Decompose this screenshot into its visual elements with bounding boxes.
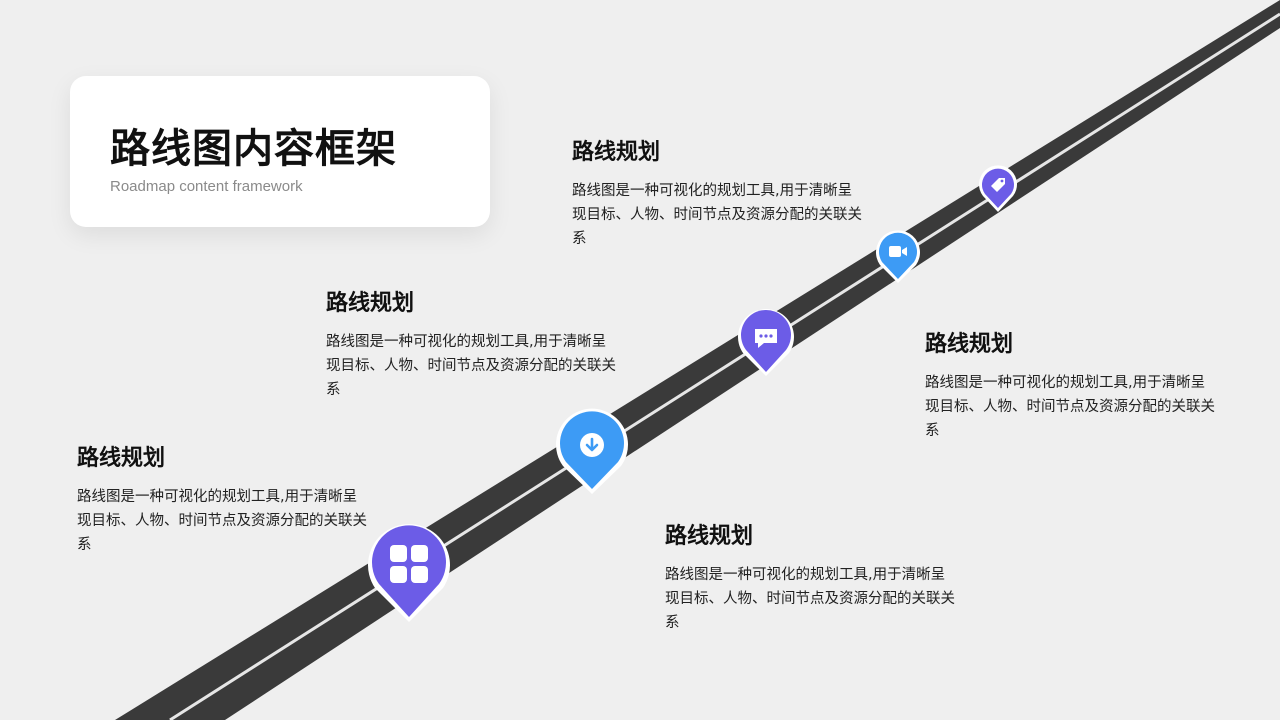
milestone-pin-3[interactable] (737, 308, 795, 378)
milestone-description: 路线图是一种可视化的规划工具,用于清晰呈现目标、人物、时间节点及资源分配的关联关… (665, 567, 955, 631)
milestone-text-2: 路线规划 路线图是一种可视化的规划工具,用于清晰呈现目标、人物、时间节点及资源分… (326, 285, 616, 402)
title-card: 路线图内容框架 Roadmap content framework (70, 76, 490, 227)
milestone-pin-5[interactable] (978, 165, 1018, 213)
milestone-title: 路线规划 (326, 291, 415, 316)
milestone-pin-4[interactable] (875, 229, 921, 285)
milestone-title: 路线规划 (665, 524, 754, 549)
milestone-description: 路线图是一种可视化的规划工具,用于清晰呈现目标、人物、时间节点及资源分配的关联关… (925, 375, 1215, 439)
milestone-text-5: 路线规划 路线图是一种可视化的规划工具,用于清晰呈现目标、人物、时间节点及资源分… (925, 326, 1215, 443)
milestone-pin-1[interactable] (366, 521, 452, 625)
tag-icon (991, 178, 1005, 192)
chat-icon (755, 329, 777, 348)
milestone-text-1: 路线规划 路线图是一种可视化的规划工具,用于清晰呈现目标、人物、时间节点及资源分… (77, 440, 367, 557)
road-center-line (169, 12, 1280, 720)
page-title: 路线图内容框架 (110, 126, 397, 172)
milestone-title: 路线规划 (77, 446, 166, 471)
milestone-pin-2[interactable] (555, 408, 629, 496)
milestone-title: 路线规划 (925, 332, 1014, 357)
page-subtitle: Roadmap content framework (110, 178, 303, 195)
milestone-text-3: 路线规划 路线图是一种可视化的规划工具,用于清晰呈现目标、人物、时间节点及资源分… (572, 134, 862, 251)
video-camera-icon (889, 246, 907, 257)
download-icon (580, 433, 604, 457)
milestone-text-4: 路线规划 路线图是一种可视化的规划工具,用于清晰呈现目标、人物、时间节点及资源分… (665, 518, 955, 635)
milestone-description: 路线图是一种可视化的规划工具,用于清晰呈现目标、人物、时间节点及资源分配的关联关… (572, 183, 862, 247)
milestone-description: 路线图是一种可视化的规划工具,用于清晰呈现目标、人物、时间节点及资源分配的关联关… (77, 489, 367, 553)
milestone-description: 路线图是一种可视化的规划工具,用于清晰呈现目标、人物、时间节点及资源分配的关联关… (326, 334, 616, 398)
grid-icon (390, 545, 428, 583)
milestone-title: 路线规划 (572, 140, 661, 165)
